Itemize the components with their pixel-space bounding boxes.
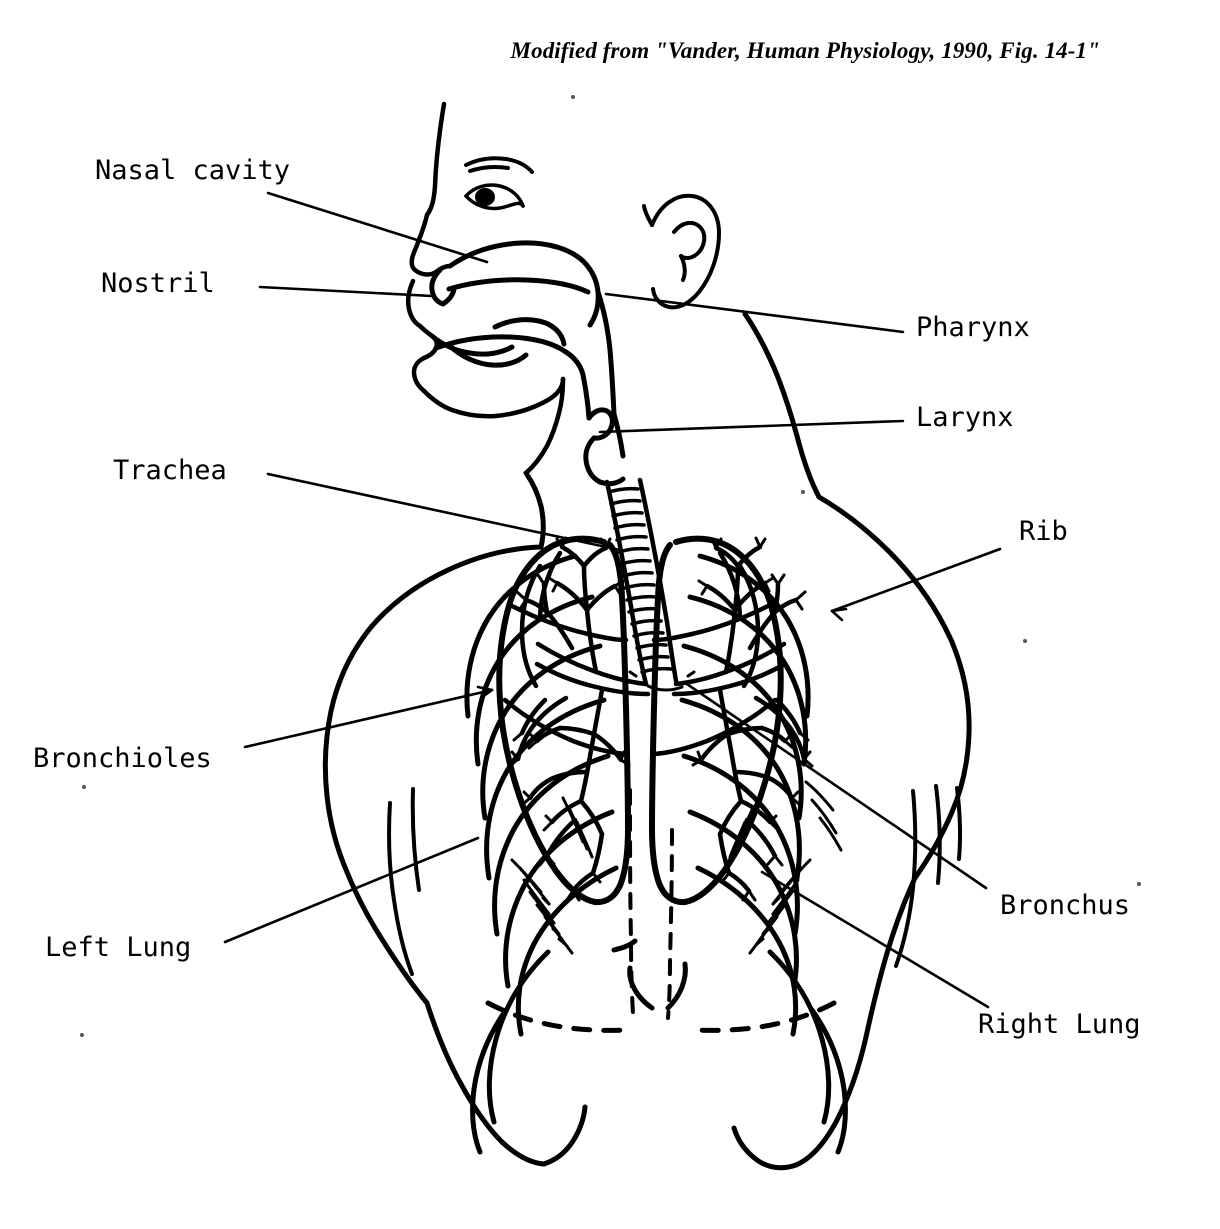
leader-rib: [830, 547, 1002, 613]
trachea: [604, 477, 679, 687]
leader-arrowheads: [476, 607, 848, 700]
leader-pharynx: [604, 292, 905, 334]
bronchial-tree-left: [515, 544, 651, 894]
leader-larynx: [598, 419, 905, 434]
nostril-opening: [429, 267, 457, 307]
arm-inner-lines: [387, 784, 963, 976]
bronchioles-right: [691, 536, 843, 955]
label-bronchus: Bronchus: [1000, 890, 1131, 921]
leader-bronchus: [682, 680, 988, 890]
leader-left-lung: [223, 836, 480, 944]
diaphragm: [485, 1000, 837, 1033]
leader-right-lung: [760, 870, 990, 1009]
torso-outline: [322, 494, 972, 1171]
trachea-cartilage-rings: [607, 486, 673, 674]
leader-nasal-cavity: [266, 191, 489, 264]
label-nostril: Nostril: [101, 268, 215, 299]
leader-bronchioles: [243, 688, 494, 749]
label-pharynx: Pharynx: [916, 312, 1030, 343]
scan-specks: [80, 95, 1141, 1037]
larynx: [583, 407, 626, 487]
nasal-cavity: [446, 240, 601, 328]
label-right-lung: Right Lung: [978, 1009, 1141, 1040]
label-trachea: Trachea: [113, 455, 227, 486]
hilum-detail: [628, 670, 696, 692]
sternum: [611, 938, 688, 1011]
label-larynx: Larynx: [916, 402, 1014, 433]
label-bronchioles: Bronchioles: [33, 743, 212, 774]
leader-nostril: [258, 285, 434, 298]
mediastinum-dashed: [628, 788, 674, 1020]
label-nasal-cavity: Nasal cavity: [95, 155, 291, 186]
leader-trachea: [266, 472, 622, 552]
label-left-lung: Left Lung: [45, 932, 192, 963]
oral-cavity: [429, 317, 586, 378]
figure-credit: Modified from "Vander, Human Physiology,…: [510, 38, 1100, 63]
eye: [464, 183, 525, 211]
left-lung-outline: [496, 535, 631, 906]
label-rib: Rib: [1019, 516, 1068, 547]
ear: [642, 193, 721, 310]
leader-lines: [223, 191, 1002, 1009]
neck-and-shoulders: [523, 311, 822, 550]
eyebrow: [464, 156, 534, 174]
